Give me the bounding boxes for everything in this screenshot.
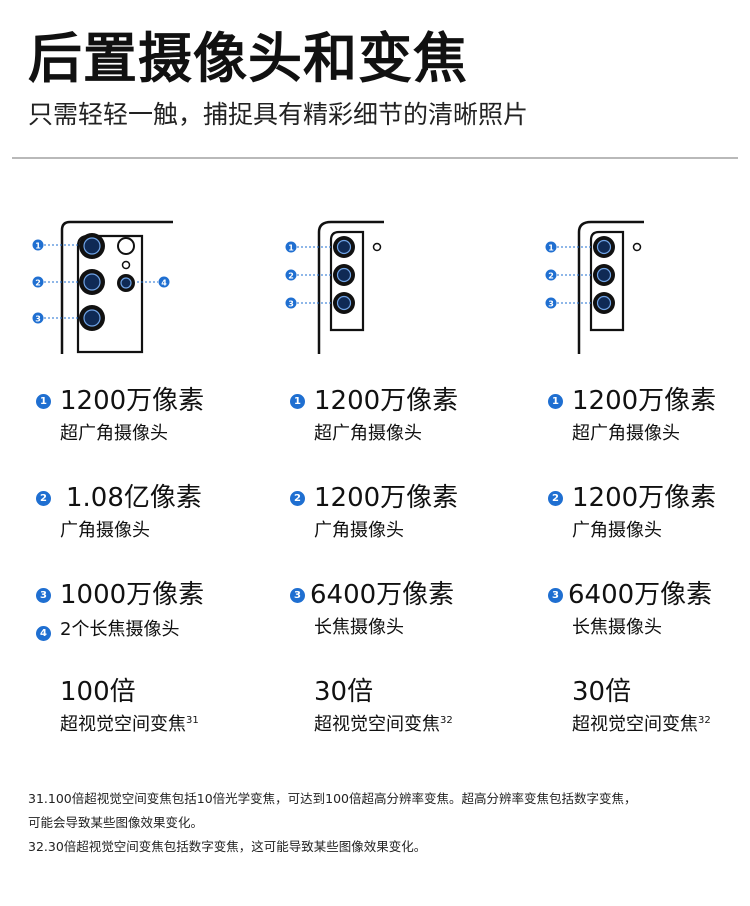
footnote-ref: 31	[186, 715, 199, 726]
zoom-value: 30倍	[572, 677, 632, 707]
callout-label-3: 3	[35, 315, 41, 324]
callout-label-3: 3	[548, 300, 554, 309]
callout-label-1: 1	[548, 244, 554, 253]
footnote-ref: 32	[440, 715, 453, 726]
badge-1: 1	[290, 394, 305, 409]
badge-3: 3	[290, 588, 305, 603]
spec-megapixels: 6400万像素	[310, 580, 455, 610]
camera-module-base-illustration: 1 2 3	[545, 220, 644, 354]
footnote-32: 32.30倍超视觉空间变焦包括数字变焦，这可能导致某些图像效果变化。	[28, 839, 427, 854]
zoom-desc: 超视觉空间变焦31	[60, 714, 199, 735]
badge-3: 3	[36, 588, 51, 603]
spec-megapixels: 1200万像素	[572, 386, 717, 416]
callout-label-1: 1	[288, 244, 294, 253]
footnote-31-line2: 可能会导致某些图像效果变化。	[28, 815, 204, 830]
spec-megapixels: 1000万像素	[60, 580, 205, 610]
callout-label-3: 3	[288, 300, 294, 309]
callout-label-2: 2	[288, 272, 294, 281]
spec-lens-type: 超广角摄像头	[60, 423, 168, 444]
spec-lens-type: 2个长焦摄像头	[60, 619, 180, 640]
camera-module-ultra-illustration: 1 2 3 4	[32, 220, 173, 354]
footnote-ref: 32	[698, 715, 711, 726]
callout-label-2: 2	[548, 272, 554, 281]
spec-megapixels: 1200万像素	[314, 483, 459, 513]
badge-1: 1	[36, 394, 51, 409]
spec-lens-type: 超广角摄像头	[572, 423, 680, 444]
spec-megapixels: 1200万像素	[60, 386, 205, 416]
badge-4: 4	[36, 626, 51, 641]
camera-module-plus: 1 2 3	[283, 218, 503, 358]
badge-2: 2	[548, 491, 563, 506]
callout-label-2: 2	[35, 279, 41, 288]
zoom-value: 30倍	[314, 677, 374, 707]
badge-1: 1	[548, 394, 563, 409]
camera-module-base: 1 2 3	[543, 218, 750, 358]
spec-lens-type: 长焦摄像头	[314, 617, 404, 638]
page-title: 后置摄像头和变焦	[28, 27, 468, 90]
badge-2: 2	[290, 491, 305, 506]
spec-megapixels: 1200万像素	[572, 483, 717, 513]
badge-3: 3	[548, 588, 563, 603]
page-subtitle: 只需轻轻一触，捕捉具有精彩细节的清晰照片	[28, 100, 529, 129]
spec-megapixels: 6400万像素	[568, 580, 713, 610]
zoom-desc: 超视觉空间变焦32	[314, 714, 453, 735]
spec-lens-type: 超广角摄像头	[314, 423, 422, 444]
camera-module-ultra: 1 2 3 4	[30, 218, 250, 358]
camera-module-plus-illustration: 1 2 3	[285, 220, 384, 354]
callout-label-1: 1	[35, 242, 41, 251]
spec-lens-type: 长焦摄像头	[572, 617, 662, 638]
spec-lens-type: 广角摄像头	[314, 520, 404, 541]
footnote-31-line1: 31.100倍超视觉空间变焦包括10倍光学变焦，可达到100倍超高分辨率变焦。超…	[28, 791, 637, 806]
zoom-value: 100倍	[60, 677, 136, 707]
zoom-desc: 超视觉空间变焦32	[572, 714, 711, 735]
spec-megapixels: 1.08亿像素	[66, 483, 202, 513]
spec-megapixels: 1200万像素	[314, 386, 459, 416]
spec-lens-type: 广角摄像头	[60, 520, 150, 541]
spec-lens-type: 广角摄像头	[572, 520, 662, 541]
callout-label-4: 4	[161, 279, 167, 288]
divider	[12, 157, 738, 159]
badge-2: 2	[36, 491, 51, 506]
